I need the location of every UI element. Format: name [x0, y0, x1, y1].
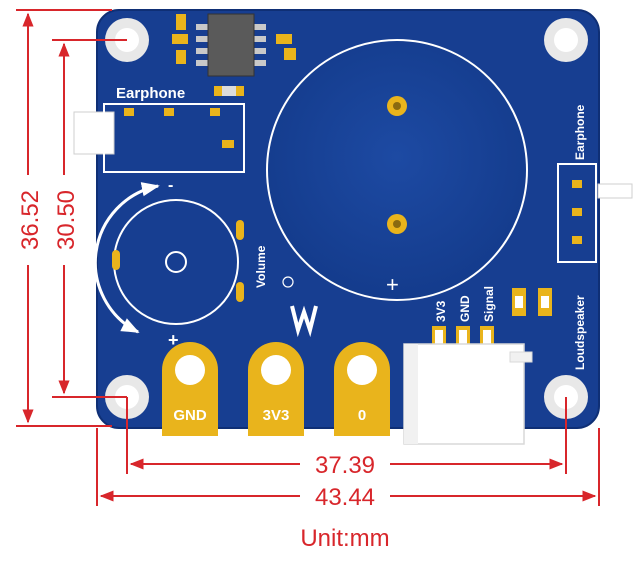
earphone-jack [73, 103, 245, 173]
speaker [266, 39, 528, 301]
pad-label-0: 0 [358, 407, 366, 424]
earphone-right-label: Earphone [573, 104, 587, 160]
header-pin-label-signal: Signal [482, 286, 496, 322]
header-pin-label-3v3: 3V3 [434, 300, 448, 322]
pad-label-gnd: GND [173, 407, 207, 424]
header-pin-label-gnd: GND [458, 295, 472, 322]
earphone-jack-right [557, 163, 633, 263]
earphone-label: Earphone [116, 85, 185, 102]
dim-width-inner: 37.39 [315, 452, 375, 479]
unit-label: Unit:mm [300, 525, 389, 552]
smd-components [172, 14, 552, 316]
speaker-plus-label: + [386, 272, 399, 297]
dim-height-inner: 30.50 [53, 190, 80, 250]
connector-housing [403, 343, 533, 445]
ic-chip [196, 13, 266, 77]
volume-direction-arrow [93, 182, 160, 334]
loudspeaker-label: Loudspeaker [573, 295, 587, 370]
gold-pads [162, 342, 390, 436]
volume-label: Volume [254, 245, 268, 288]
volume-plus-label: + [168, 330, 179, 350]
volume-minus-label: - [168, 177, 173, 194]
pad-label-3v3: 3V3 [263, 407, 290, 424]
dim-width-outer: 43.44 [315, 484, 375, 511]
volume-knob [93, 182, 244, 334]
dim-height-outer: 36.52 [17, 190, 44, 250]
waveshare-logo-icon [282, 276, 318, 338]
